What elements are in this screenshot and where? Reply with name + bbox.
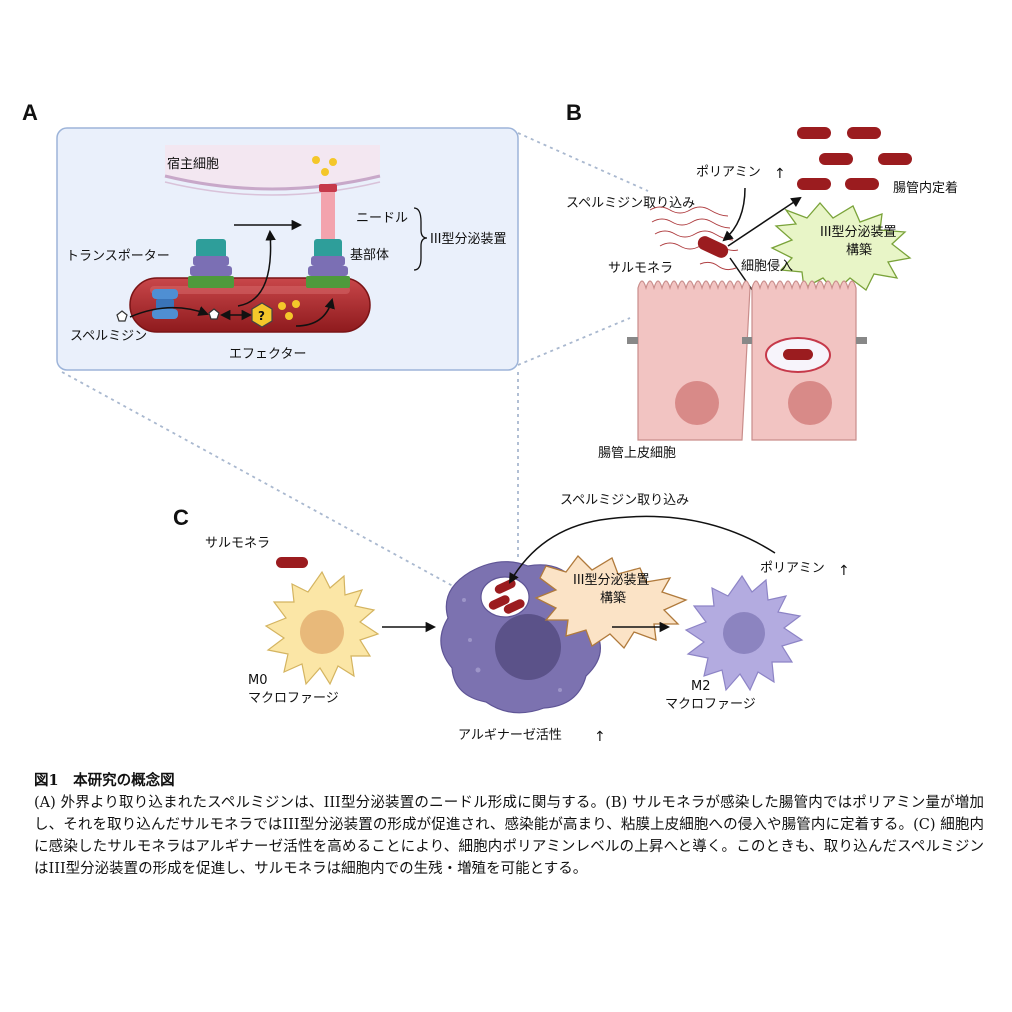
caption-body: (A) 外界より取り込まれたスペルミジンは、III型分泌装置のニードル形成に関与… — [34, 795, 984, 877]
transporter-label: トランスポーター — [66, 249, 170, 264]
spermidine-icon — [116, 310, 128, 322]
epithelial-cells — [627, 280, 867, 441]
spermidine-icon — [208, 308, 220, 320]
c-t3ss-line2: 構築 — [600, 591, 626, 606]
arginase-up-arrow: ↑ — [594, 729, 606, 745]
secreted-effector-dot — [321, 168, 329, 176]
b-arrow-colonization — [727, 196, 802, 247]
t3ss-with-needle — [306, 184, 350, 288]
b-spermidine-uptake-label: スペルミジン取り込み — [566, 196, 695, 211]
panel-a-letter: A — [22, 100, 38, 125]
transporter-protein — [152, 289, 178, 319]
m0-line2: マクロファージ — [248, 691, 339, 706]
c-t3ss-burst — [534, 555, 688, 650]
b-polyamine-up-arrow: ↑ — [774, 166, 786, 182]
effector-label: エフェクター — [229, 347, 306, 362]
effector-dot — [285, 312, 293, 320]
spermidine-label: スペルミジン — [70, 329, 147, 344]
b-polyamine-label: ポリアミン — [696, 165, 761, 180]
b-salmonella-label: サルモネラ — [608, 261, 673, 276]
figure-caption: 図1 本研究の概念図 (A) 外界より取り込まれたスペルミジンは、III型分泌装… — [34, 770, 984, 880]
m0-line1: M0 — [248, 673, 268, 688]
zoom-connector-lines — [61, 132, 649, 603]
arrow-to-t3ss — [237, 229, 276, 307]
c-spermidine-uptake-label: スペルミジン取り込み — [560, 493, 689, 508]
t3ss-base-body-left — [188, 239, 234, 288]
arginase-label: アルギナーゼ活性 — [458, 728, 562, 743]
caption-title: 図1 本研究の概念図 — [34, 772, 175, 789]
c-polyamine-label: ポリアミン — [760, 561, 825, 576]
panel-b-letter: B — [566, 100, 582, 125]
b-t3ss-line1: III型分泌装置 — [820, 225, 897, 240]
intestinal-colonization-label: 腸管内定着 — [893, 180, 958, 196]
m2-line1: M2 — [691, 679, 711, 694]
c-salmonella-icon — [276, 557, 308, 568]
needle-label: ニードル — [356, 211, 408, 226]
panel-c-letter: C — [173, 505, 189, 530]
t3ss-brace — [413, 207, 428, 271]
colonized-bacteria — [797, 127, 912, 190]
c-arrow-spermidine-uptake — [508, 515, 776, 584]
unknown-factor-icon — [251, 302, 273, 328]
c-polyamine-up-arrow: ↑ — [838, 563, 850, 579]
host-cell-membrane — [164, 145, 381, 196]
cell-invasion-label: 細胞侵入 — [741, 258, 793, 274]
arrow-import — [129, 306, 209, 318]
t3ss-label: III型分泌装置 — [430, 232, 507, 247]
c-t3ss-line1: III型分泌装置 — [573, 573, 650, 588]
m0-macrophage — [264, 570, 380, 686]
secreted-effector-dot — [329, 158, 337, 166]
secreted-effector-dot — [312, 156, 320, 164]
m2-macrophage — [684, 574, 804, 692]
b-t3ss-line2: 構築 — [846, 243, 872, 258]
infected-macrophage — [440, 561, 601, 714]
arrow-effector-secretion — [295, 297, 335, 327]
question-mark: ? — [258, 309, 265, 323]
base-body-label: 基部体 — [350, 248, 389, 263]
effector-dot — [278, 302, 286, 310]
m2-line2: マクロファージ — [665, 697, 756, 712]
b-t3ss-burst — [770, 202, 912, 293]
epithelial-cell-label: 腸管上皮細胞 — [598, 446, 676, 461]
c-salmonella-label: サルモネラ — [205, 536, 270, 551]
host-cell-label: 宿主細胞 — [167, 156, 219, 172]
effector-dot — [292, 300, 300, 308]
flagellated-salmonella — [649, 206, 739, 271]
b-arrow-polyamine-uptake — [722, 187, 746, 242]
